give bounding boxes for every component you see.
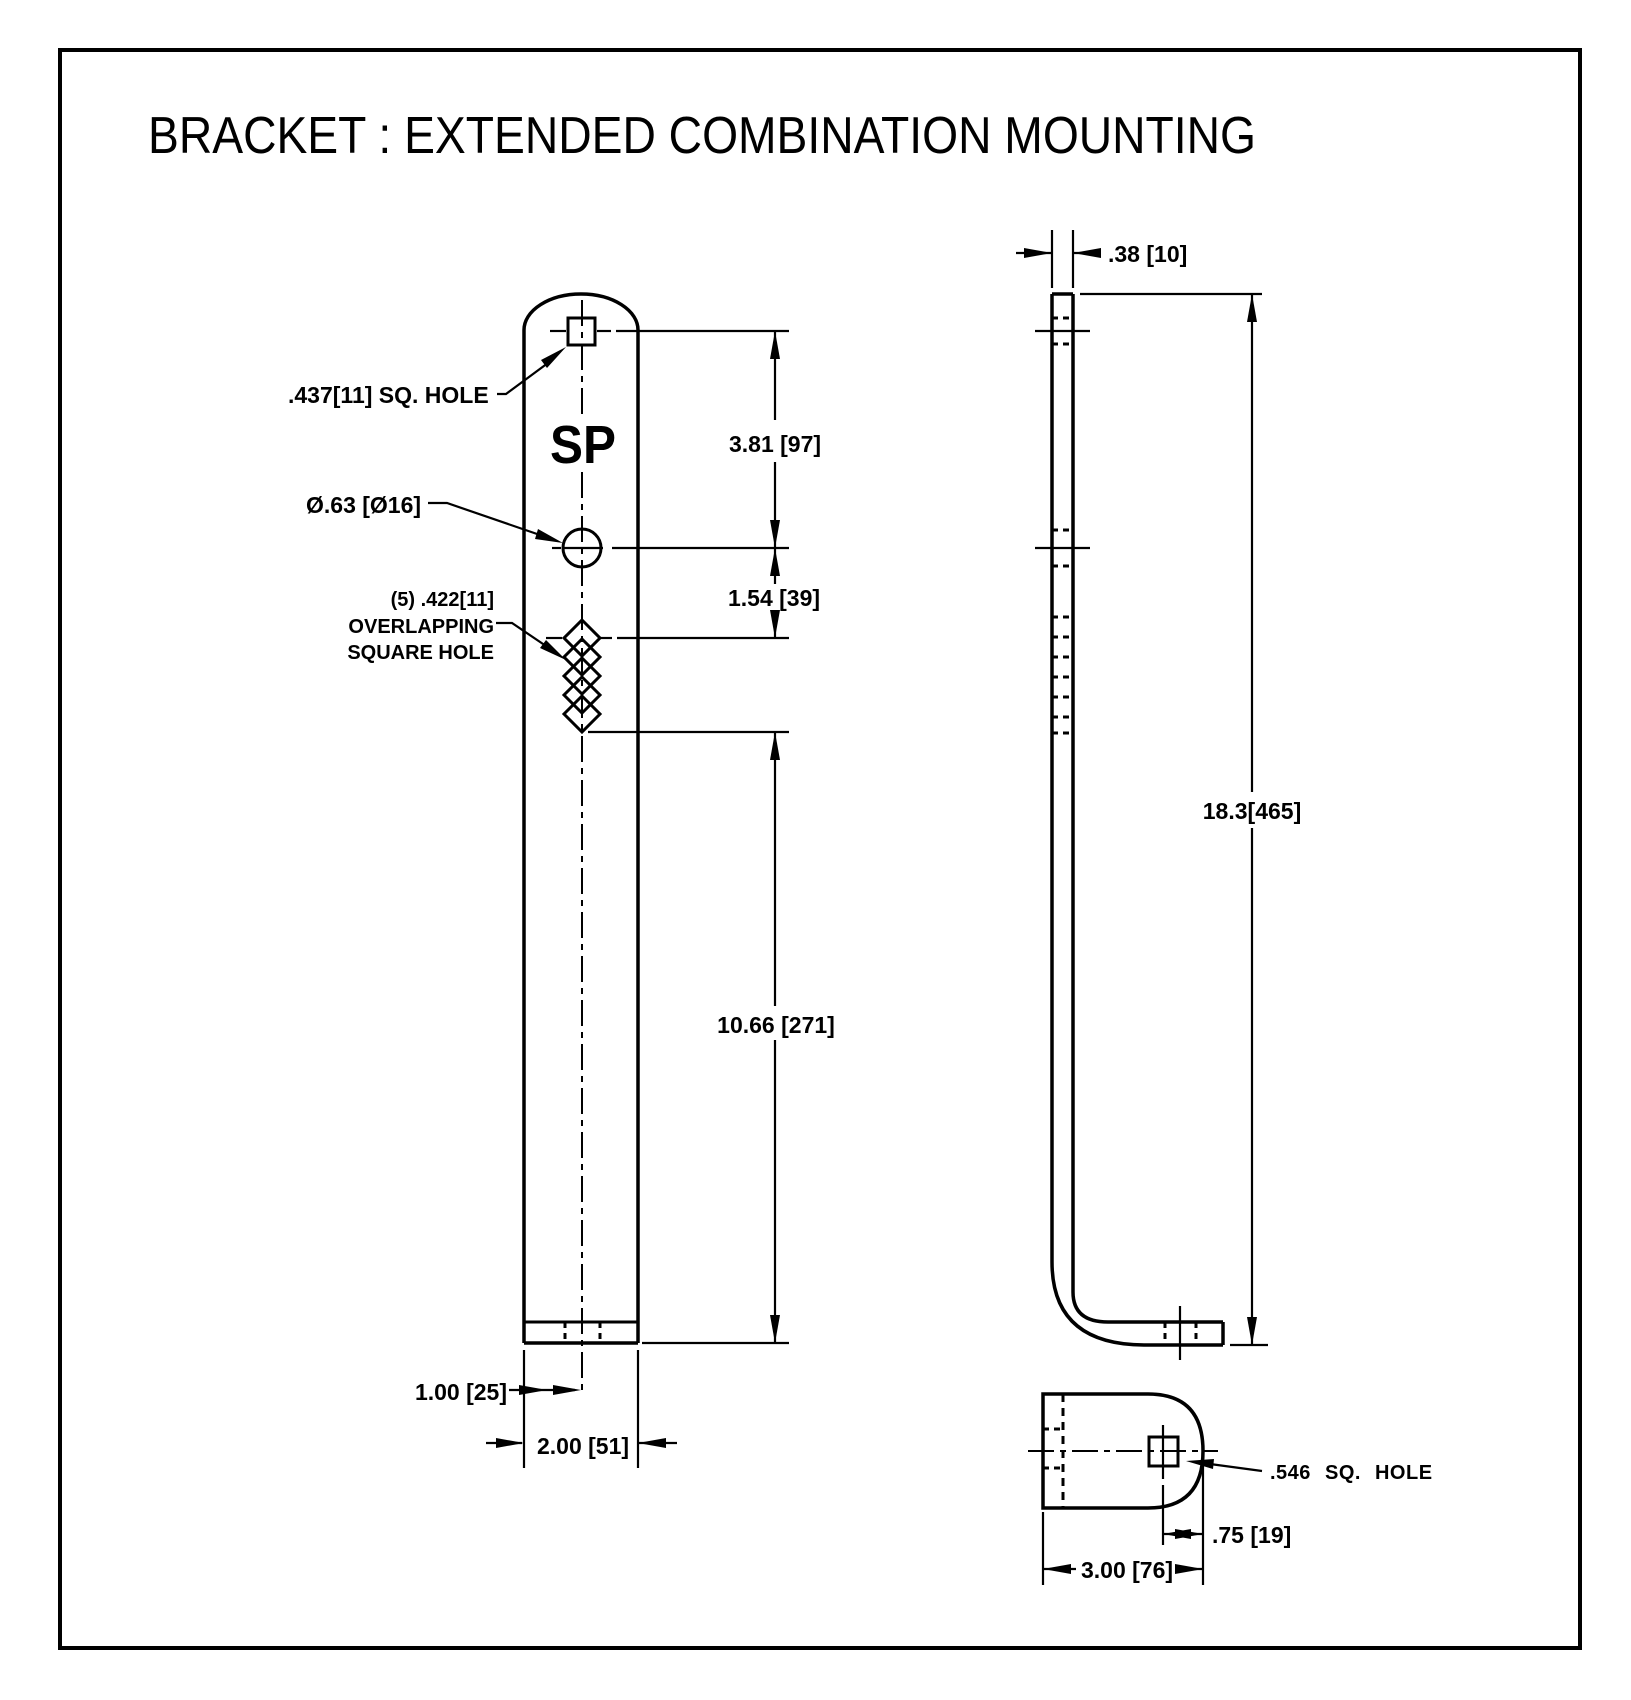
side-view: .38 [10] 18.3[465] [1016, 230, 1301, 1360]
label-546-square-hole: .546 SQ. HOLE [1270, 1462, 1433, 1484]
leader-square-hole [497, 359, 553, 396]
dim-3-00: 3.00 [76] [1081, 1557, 1173, 1583]
leader-round-hole [428, 501, 541, 537]
label-overlap-1: (5) .422[11] [391, 589, 494, 611]
dim-38: .38 [10] [1108, 241, 1187, 267]
side-hidden-hole-edges [1052, 316, 1073, 735]
side-inner-edge [1071, 294, 1223, 1324]
bottom-view: .546 SQ. HOLE .75 [19] 3.00 [76] [1028, 1392, 1433, 1585]
front-top-arc [522, 292, 640, 331]
dim-10-66: 10.66 [271] [717, 1012, 835, 1038]
leader-overlap-holes [496, 621, 547, 647]
dim-3-81: 3.81 [97] [729, 431, 821, 457]
page-title: BRACKET : EXTENDED COMBINATION MOUNTING [148, 107, 1256, 165]
label-square-hole: .437[11] SQ. HOLE [288, 382, 489, 408]
front-view: .437[11] SQ. HOLE SP Ø.63 [Ø16] (5) .422… [288, 292, 835, 1468]
leader-546 [1209, 1462, 1263, 1473]
label-round-hole: Ø.63 [Ø16] [306, 492, 421, 518]
bottom-outline [1041, 1392, 1205, 1510]
dim-1-00: 1.00 [25] [415, 1379, 507, 1405]
side-outer-edge [1050, 294, 1223, 1347]
label-overlap-3: SQUARE HOLE [347, 642, 494, 664]
dim-1-54: 1.54 [39] [728, 585, 820, 611]
drawing-border [58, 48, 1582, 1650]
dim-18-3: 18.3[465] [1203, 798, 1301, 824]
part-marking: SP [550, 415, 616, 475]
label-overlap-2: OVERLAPPING [348, 616, 494, 638]
dim-2-00: 2.00 [51] [537, 1433, 629, 1459]
dim-75: .75 [19] [1212, 1522, 1291, 1548]
